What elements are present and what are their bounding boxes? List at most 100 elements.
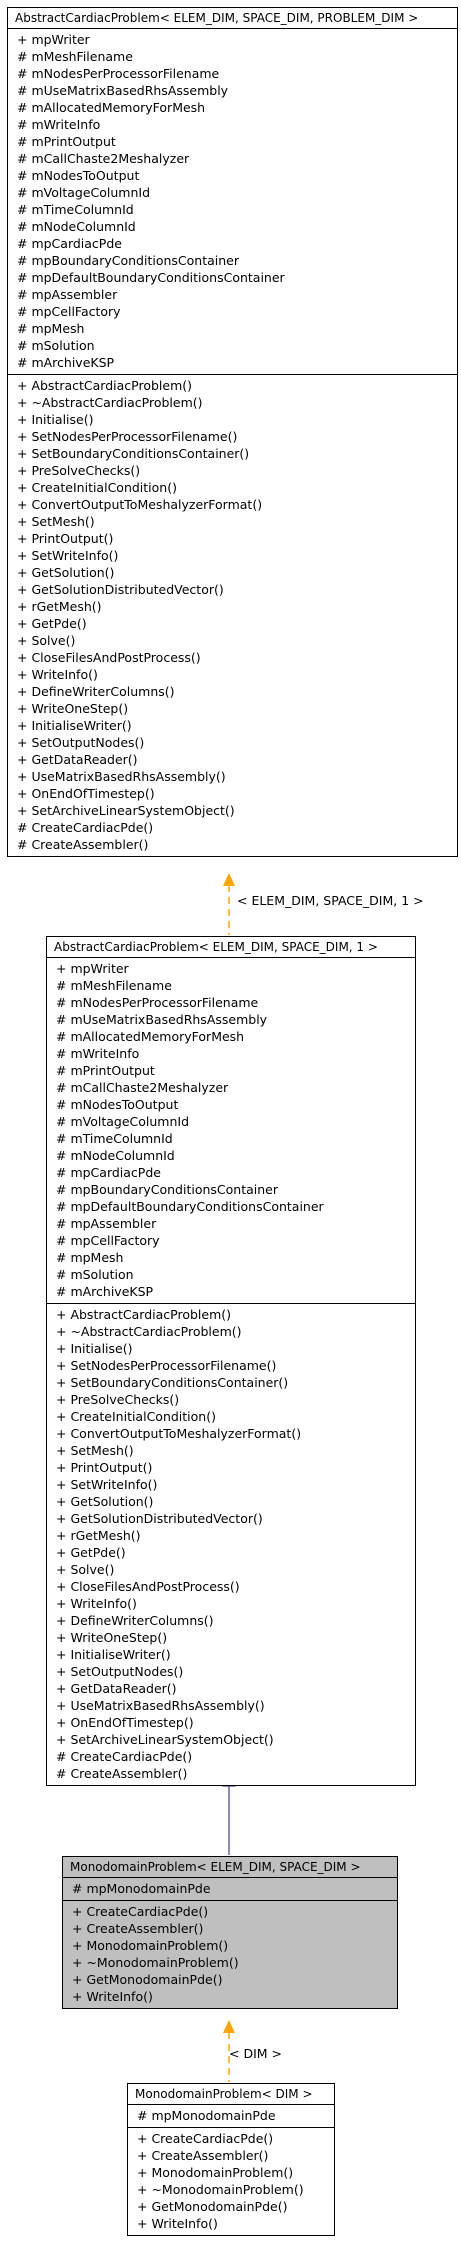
method-item: + GetMonodomainPde() bbox=[72, 1972, 223, 1987]
method-item: # CreateCardiacPde() bbox=[17, 820, 154, 835]
attribute-item: # mNodesPerProcessorFilename bbox=[56, 995, 259, 1010]
method-item: + PreSolveChecks() bbox=[56, 1392, 180, 1407]
methods-section: + CreateCardiacPde()+ CreateAssembler()+… bbox=[63, 1900, 397, 2008]
class-box-abstract-cardiac-problem-template[interactable]: AbstractCardiacProblem< ELEM_DIM, SPACE_… bbox=[7, 7, 458, 857]
class-box-monodomain-problem-dim[interactable]: MonodomainProblem< DIM ># mpMonodomainPd… bbox=[127, 2083, 335, 2236]
method-item: + Initialise() bbox=[17, 412, 94, 427]
method-item: + CreateInitialCondition() bbox=[17, 480, 177, 495]
method-item: + UseMatrixBasedRhsAssembly() bbox=[56, 1698, 265, 1713]
attribute-item: # mPrintOutput bbox=[56, 1063, 155, 1078]
method-item: + UseMatrixBasedRhsAssembly() bbox=[17, 769, 226, 784]
attribute-item: # mNodesToOutput bbox=[17, 168, 140, 183]
attribute-item: # mWriteInfo bbox=[17, 117, 101, 132]
class-title: MonodomainProblem< DIM > bbox=[128, 2084, 334, 2105]
methods-section: + AbstractCardiacProblem()+ ~AbstractCar… bbox=[8, 374, 457, 856]
method-item: # CreateCardiacPde() bbox=[56, 1749, 193, 1764]
method-item: + Solve() bbox=[56, 1562, 115, 1577]
attribute-item: # mArchiveKSP bbox=[56, 1284, 154, 1299]
methods-section: + CreateCardiacPde() + CreateAssembler() +… bbox=[128, 2127, 334, 2235]
attribute-item: # mTimeColumnId bbox=[17, 202, 134, 217]
attribute-item: # mpCellFactory bbox=[56, 1233, 160, 1248]
attribute-item: # mCallChaste2Meshalyzer bbox=[56, 1080, 229, 1095]
method-item: + ~AbstractCardiacProblem() bbox=[56, 1324, 242, 1339]
method-item: + GetPde() bbox=[17, 616, 87, 631]
method-item: + SetBoundaryConditionsContainer() bbox=[17, 446, 250, 461]
method-item: + SetMesh() bbox=[17, 514, 95, 529]
attribute-item: + mpWriter bbox=[17, 32, 90, 47]
attribute-item: # mNodeColumnId bbox=[56, 1148, 175, 1163]
method-item: + GetDataReader() bbox=[17, 752, 138, 767]
method-item: + OnEndOfTimestep() bbox=[17, 786, 155, 801]
method-item: + DefineWriterColumns() bbox=[56, 1613, 214, 1628]
class-box-monodomain-problem-template[interactable]: MonodomainProblem< ELEM_DIM, SPACE_DIM >… bbox=[62, 1856, 398, 2009]
class-box-abstract-cardiac-problem-1[interactable]: AbstractCardiacProblem< ELEM_DIM, SPACE_… bbox=[46, 936, 416, 1786]
attribute-item: # mSolution bbox=[17, 338, 95, 353]
attribute-item: # mpAssembler bbox=[56, 1216, 157, 1231]
attributes-section: # mpMonodomainPde bbox=[128, 2105, 334, 2127]
class-title: AbstractCardiacProblem< ELEM_DIM, SPACE_… bbox=[47, 937, 415, 958]
attribute-item: # mTimeColumnId bbox=[56, 1131, 173, 1146]
attribute-item: # mUseMatrixBasedRhsAssembly bbox=[56, 1012, 268, 1027]
method-item: + MonodomainProblem() bbox=[72, 1938, 229, 1953]
method-item: + GetMonodomainPde() bbox=[137, 2199, 288, 2214]
method-item: + ~AbstractCardiacProblem() bbox=[17, 395, 203, 410]
method-item: + CloseFilesAndPostProcess() bbox=[17, 650, 201, 665]
attribute-item: # mpBoundaryConditionsContainer bbox=[17, 253, 240, 268]
method-item: + MonodomainProblem() bbox=[137, 2165, 294, 2180]
method-item: + InitialiseWriter() bbox=[56, 1647, 171, 1662]
attribute-item: # mpCellFactory bbox=[17, 304, 121, 319]
method-item: + ConvertOutputToMeshalyzerFormat() bbox=[56, 1426, 302, 1441]
methods-section: + AbstractCardiacProblem()+ ~AbstractCar… bbox=[47, 1303, 415, 1785]
method-item: + rGetMesh() bbox=[56, 1528, 141, 1543]
attribute-item: # mAllocatedMemoryForMesh bbox=[56, 1029, 245, 1044]
method-item: + SetNodesPerProcessorFilename() bbox=[17, 429, 238, 444]
attribute-item: # mAllocatedMemoryForMesh bbox=[17, 100, 206, 115]
attribute-item: # mNodesToOutput bbox=[56, 1097, 179, 1112]
attribute-item: # mWriteInfo bbox=[56, 1046, 140, 1061]
edge-label-mono-bottom: < DIM > bbox=[229, 2046, 282, 2061]
attribute-item: + mpWriter bbox=[56, 961, 129, 976]
attribute-item: # mpAssembler bbox=[17, 287, 118, 302]
method-item: + CreateCardiacPde() bbox=[72, 1904, 209, 1919]
method-item: + WriteInfo() bbox=[137, 2216, 218, 2231]
attributes-section: + mpWriter# mMeshFilename# mNodesPerProc… bbox=[47, 958, 415, 1303]
method-item: + SetWriteInfo() bbox=[17, 548, 119, 563]
method-item: + WriteInfo() bbox=[17, 667, 98, 682]
method-item: + GetDataReader() bbox=[56, 1681, 177, 1696]
method-item: + CloseFilesAndPostProcess() bbox=[56, 1579, 240, 1594]
method-item: + GetPde() bbox=[56, 1545, 126, 1560]
class-title: MonodomainProblem< ELEM_DIM, SPACE_DIM > bbox=[63, 1857, 397, 1878]
method-item: + SetArchiveLinearSystemObject() bbox=[56, 1732, 274, 1747]
attribute-item: # mMeshFilename bbox=[17, 49, 133, 64]
method-item: + SetArchiveLinearSystemObject() bbox=[17, 803, 235, 818]
attribute-item: # mSolution bbox=[56, 1267, 134, 1282]
method-item: + Solve() bbox=[17, 633, 76, 648]
method-item: + SetWriteInfo() bbox=[56, 1477, 158, 1492]
attribute-item: # mPrintOutput bbox=[17, 134, 116, 149]
method-item: + GetSolution() bbox=[56, 1494, 154, 1509]
edge-label-top-mid: < ELEM_DIM, SPACE_DIM, 1 > bbox=[237, 893, 424, 908]
template-arrowhead-top bbox=[223, 873, 235, 886]
attribute-item: # mpBoundaryConditionsContainer bbox=[56, 1182, 279, 1197]
method-item: + CreateCardiacPde() bbox=[137, 2131, 274, 2146]
method-item: + CreateInitialCondition() bbox=[56, 1409, 216, 1424]
method-item: + CreateAssembler() bbox=[137, 2148, 269, 2163]
attribute-item: # mNodeColumnId bbox=[17, 219, 136, 234]
method-item: + GetSolution() bbox=[17, 565, 115, 580]
method-item: + GetSolutionDistributedVector() bbox=[17, 582, 224, 597]
attribute-item: # mpCardiacPde bbox=[17, 236, 122, 251]
attributes-section: + mpWriter # mMeshFilename # mNodesPerProc… bbox=[8, 29, 457, 374]
method-item: + ConvertOutputToMeshalyzerFormat() bbox=[17, 497, 263, 512]
method-item: + rGetMesh() bbox=[17, 599, 102, 614]
method-item: + WriteOneStep() bbox=[56, 1630, 168, 1645]
attribute-item: # mVoltageColumnId bbox=[17, 185, 151, 200]
attribute-item: # mpMesh bbox=[17, 321, 85, 336]
method-item: + WriteOneStep() bbox=[17, 701, 129, 716]
attribute-item: # mpMonodomainPde bbox=[72, 1881, 211, 1896]
method-item: + InitialiseWriter() bbox=[17, 718, 132, 733]
method-item: + Initialise() bbox=[56, 1341, 133, 1356]
method-item: + ~MonodomainProblem() bbox=[137, 2182, 304, 2197]
method-item: + PrintOutput() bbox=[17, 531, 114, 546]
class-title: AbstractCardiacProblem< ELEM_DIM, SPACE_… bbox=[8, 8, 457, 29]
attribute-item: # mNodesPerProcessorFilename bbox=[17, 66, 220, 81]
